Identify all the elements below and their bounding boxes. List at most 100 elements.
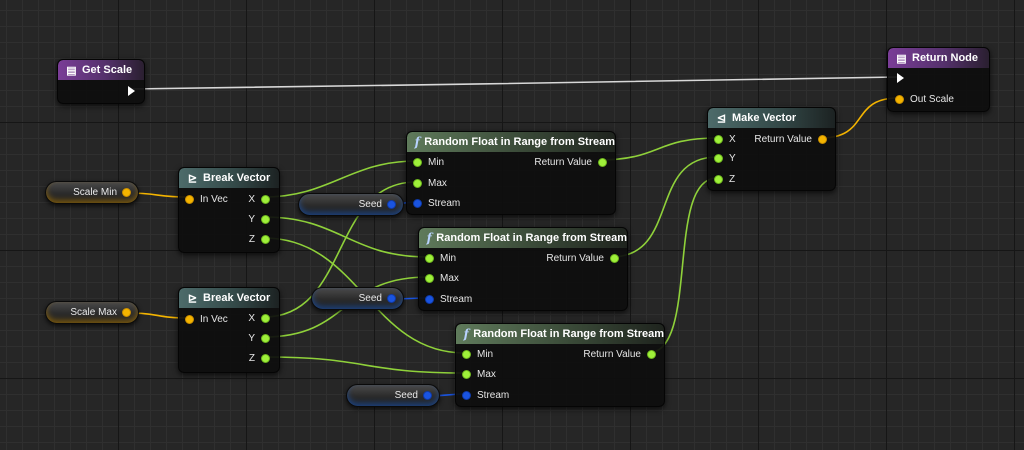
- make-vector-return-row: Return Value: [754, 132, 827, 146]
- seed-label: Seed: [358, 293, 382, 304]
- random-float-y-node[interactable]: f Random Float in Range from Stream Min …: [418, 227, 628, 311]
- break-vector-max-node[interactable]: ⊵ Break Vector In Vec X Y Z: [178, 287, 280, 373]
- make-struct-icon: ⊴: [716, 112, 727, 125]
- return-value-pin[interactable]: [818, 134, 827, 144]
- stream-label: Stream: [428, 197, 461, 209]
- float-wire: [263, 160, 417, 198]
- get-scale-node[interactable]: ▤ Get Scale: [57, 59, 145, 104]
- z-label: Z: [248, 352, 255, 364]
- z-output-row: Z: [249, 232, 270, 246]
- return-node[interactable]: ▤ Return Node Out Scale: [887, 47, 990, 112]
- y-label: Y: [248, 213, 255, 225]
- min-row: Min: [413, 155, 444, 169]
- min-pin[interactable]: [413, 157, 422, 167]
- return-value-row: Return Value: [546, 251, 619, 265]
- y-output-pin[interactable]: [261, 214, 270, 224]
- return-value-label: Return Value: [583, 348, 641, 360]
- exec-in-pin[interactable]: [897, 73, 904, 83]
- function-icon: f: [414, 135, 420, 149]
- x-input-pin[interactable]: [714, 134, 723, 144]
- float-wire: [263, 216, 429, 258]
- scale-max-variable[interactable]: Scale Max: [45, 301, 139, 324]
- stream-pin[interactable]: [425, 294, 434, 304]
- x-output-pin[interactable]: [261, 313, 270, 323]
- x-label: X: [248, 312, 255, 324]
- min-label: Min: [440, 252, 457, 264]
- make-vector-node[interactable]: ⊴ Make Vector X Y Z Return Value: [707, 107, 836, 191]
- seed-variable-2[interactable]: Seed: [311, 287, 404, 310]
- random-float-y-title: Random Float in Range from Stream: [436, 232, 627, 244]
- seed-pin[interactable]: [423, 391, 432, 400]
- min-pin[interactable]: [462, 349, 471, 359]
- random-float-x-header: f Random Float in Range from Stream: [407, 132, 615, 152]
- out-scale-pin[interactable]: [895, 94, 904, 104]
- x-output-pin[interactable]: [261, 194, 270, 204]
- make-vector-title: Make Vector: [732, 112, 797, 124]
- get-scale-exec-row: [128, 84, 135, 98]
- in-vec-pin[interactable]: [185, 314, 194, 324]
- z-input-pin[interactable]: [714, 174, 723, 184]
- max-pin[interactable]: [425, 273, 434, 283]
- in-vec-label: In Vec: [200, 313, 228, 325]
- stream-row: Stream: [425, 292, 472, 306]
- return-value-pin[interactable]: [598, 157, 607, 167]
- x-output-row: X: [248, 192, 270, 206]
- seed-label: Seed: [358, 199, 382, 210]
- y-output-row: Y: [248, 212, 270, 226]
- random-float-y-header: f Random Float in Range from Stream: [419, 228, 627, 248]
- max-label: Max: [428, 177, 447, 189]
- out-scale-label: Out Scale: [910, 93, 954, 105]
- out-scale-row: Out Scale: [895, 92, 954, 106]
- max-label: Max: [477, 368, 496, 380]
- float-wire: [598, 137, 718, 161]
- seed-pin[interactable]: [387, 294, 396, 303]
- in-vec-pin[interactable]: [185, 194, 194, 204]
- scale-min-pin[interactable]: [122, 188, 131, 197]
- break-vector-max-title: Break Vector: [203, 292, 271, 304]
- x-output-row: X: [248, 311, 270, 325]
- break-struct-icon: ⊵: [187, 172, 198, 185]
- random-float-z-node[interactable]: f Random Float in Range from Stream Min …: [455, 323, 665, 407]
- seed-variable-3[interactable]: Seed: [346, 384, 440, 407]
- min-row: Min: [425, 251, 456, 265]
- max-pin[interactable]: [462, 369, 471, 379]
- y-output-pin[interactable]: [261, 333, 270, 343]
- scale-min-variable[interactable]: Scale Min: [45, 181, 139, 204]
- get-scale-header: ▤ Get Scale: [58, 60, 144, 80]
- max-pin[interactable]: [413, 178, 422, 188]
- x-label: X: [729, 133, 736, 145]
- return-exec-row: [897, 71, 904, 85]
- return-value-pin[interactable]: [647, 349, 656, 359]
- x-label: X: [248, 193, 255, 205]
- return-node-header: ▤ Return Node: [888, 48, 989, 68]
- get-scale-title: Get Scale: [82, 64, 133, 76]
- seed-pin[interactable]: [387, 200, 396, 209]
- break-struct-icon: ⊵: [187, 292, 198, 305]
- stream-pin[interactable]: [462, 390, 471, 400]
- make-vector-x-row: X: [714, 132, 736, 146]
- stream-pin[interactable]: [413, 198, 422, 208]
- y-input-pin[interactable]: [714, 153, 723, 163]
- break-vector-max-header: ⊵ Break Vector: [179, 288, 279, 308]
- z-output-pin[interactable]: [261, 353, 270, 363]
- random-float-z-title: Random Float in Range from Stream: [473, 328, 664, 340]
- stream-row: Stream: [462, 388, 509, 402]
- random-float-x-node[interactable]: f Random Float in Range from Stream Min …: [406, 131, 616, 215]
- return-value-row: Return Value: [583, 347, 656, 361]
- max-label: Max: [440, 272, 459, 284]
- max-row: Max: [413, 176, 447, 190]
- return-node-title: Return Node: [912, 52, 978, 64]
- z-output-pin[interactable]: [261, 234, 270, 244]
- y-output-row: Y: [248, 331, 270, 345]
- stream-row: Stream: [413, 196, 460, 210]
- min-row: Min: [462, 347, 493, 361]
- z-output-row: Z: [249, 351, 270, 365]
- scale-max-pin[interactable]: [122, 308, 131, 317]
- seed-variable-1[interactable]: Seed: [298, 193, 404, 216]
- min-pin[interactable]: [425, 253, 434, 263]
- break-vector-min-node[interactable]: ⊵ Break Vector In Vec X Y Z: [178, 167, 280, 253]
- exec-out-pin[interactable]: [128, 86, 135, 96]
- min-label: Min: [428, 156, 445, 168]
- return-value-pin[interactable]: [610, 253, 619, 263]
- random-float-z-header: f Random Float in Range from Stream: [456, 324, 664, 344]
